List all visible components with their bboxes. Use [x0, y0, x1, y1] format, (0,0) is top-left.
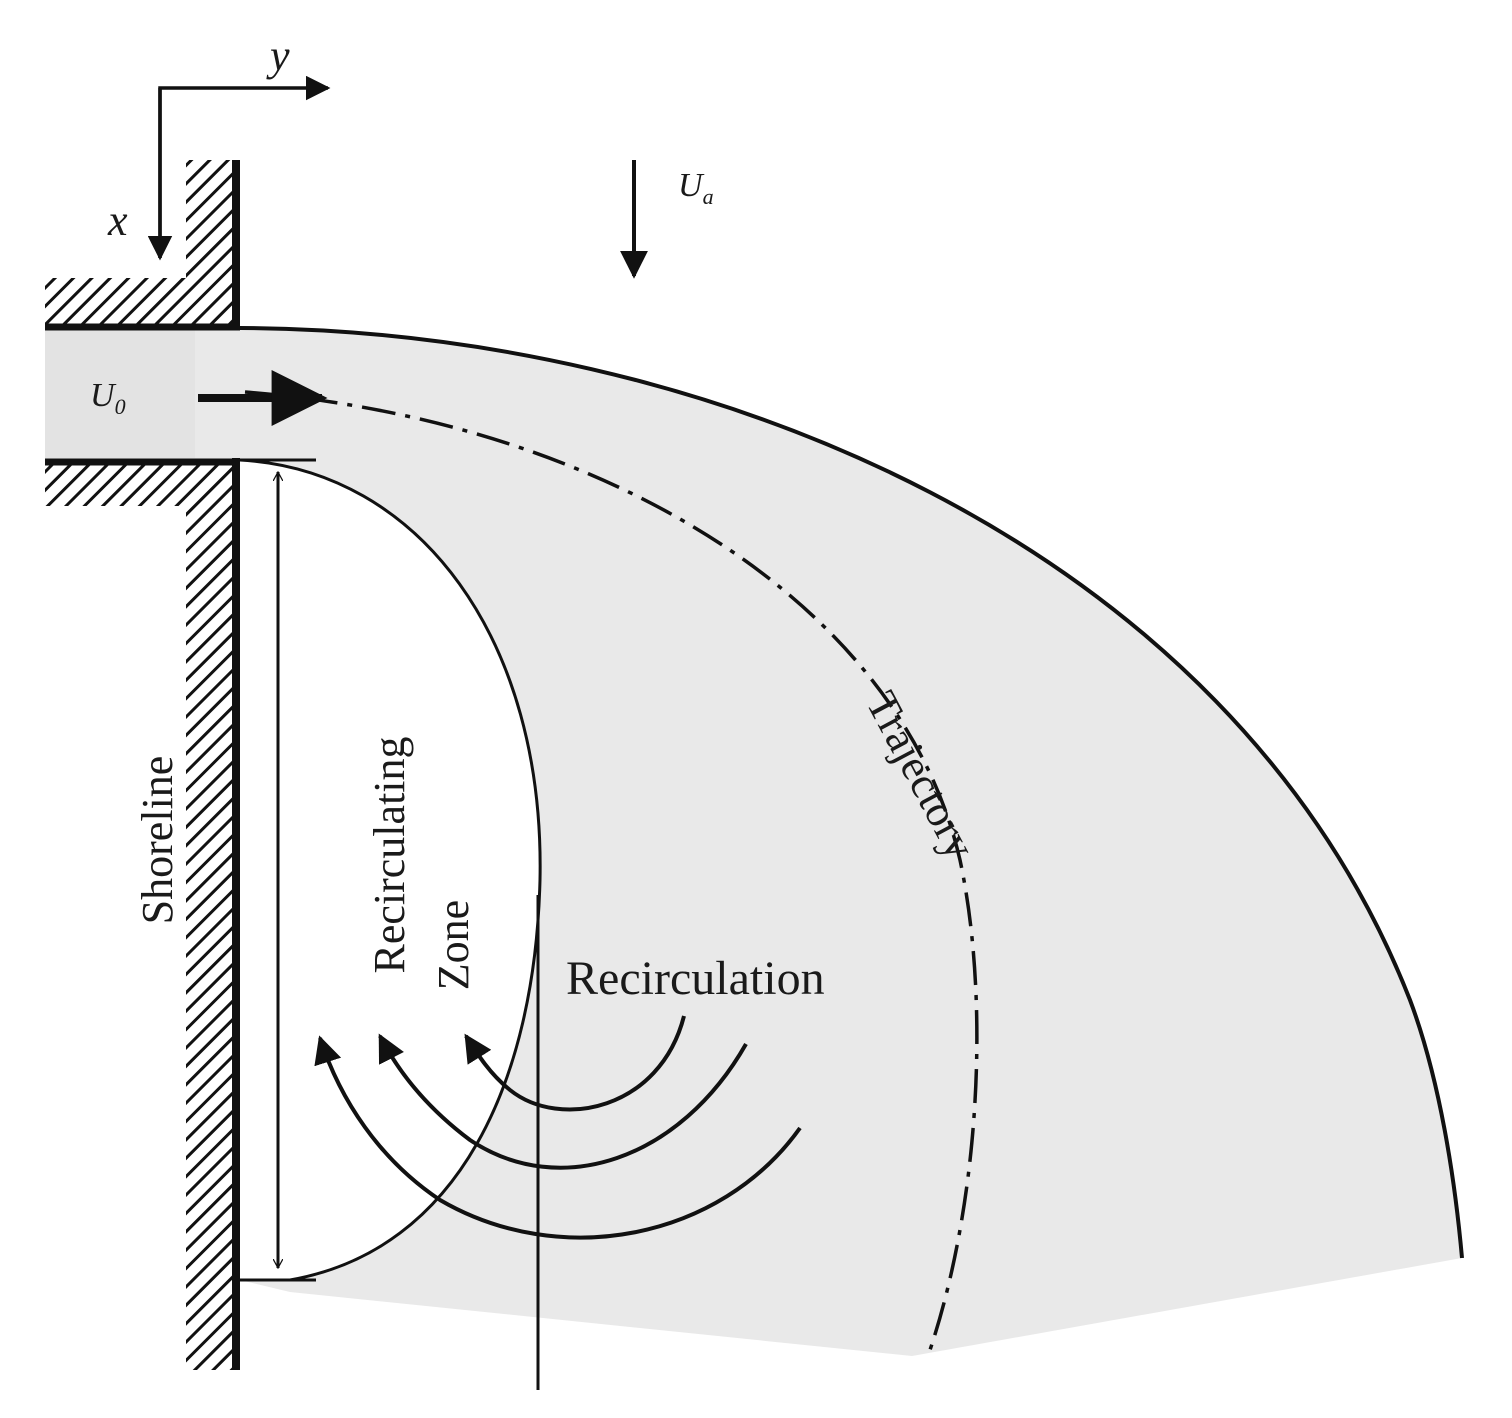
recirculation-arrow-middle	[378, 1033, 748, 1170]
recirculating-zone-label-line2: Zone	[429, 900, 478, 990]
axis-y-label: y	[266, 31, 290, 80]
jet-velocity-label: U0	[90, 377, 126, 419]
recirculation-zone-area	[240, 460, 541, 1280]
shoreline-wall-hatch	[186, 460, 234, 1370]
trajectory-line	[244, 390, 979, 1351]
recirculating-zone-label-line1: Recirculating	[365, 736, 414, 973]
recirculation-arrow-inner	[464, 1015, 686, 1112]
recirculation-label: Recirculation	[566, 952, 825, 1005]
axis-y-arrow	[158, 75, 331, 258]
axis-x-label: x	[107, 196, 128, 245]
recirculation-zone-boundary	[239, 458, 542, 1282]
plume-outer-boundary	[239, 326, 1464, 1259]
shoreline-label: Shoreline	[133, 756, 182, 925]
upper-nozzle-wall-hatch	[45, 278, 235, 328]
ambient-velocity-label: Ua	[678, 167, 714, 209]
recirculation-arrow-outer	[314, 1035, 802, 1240]
nozzle-channel	[45, 330, 195, 458]
